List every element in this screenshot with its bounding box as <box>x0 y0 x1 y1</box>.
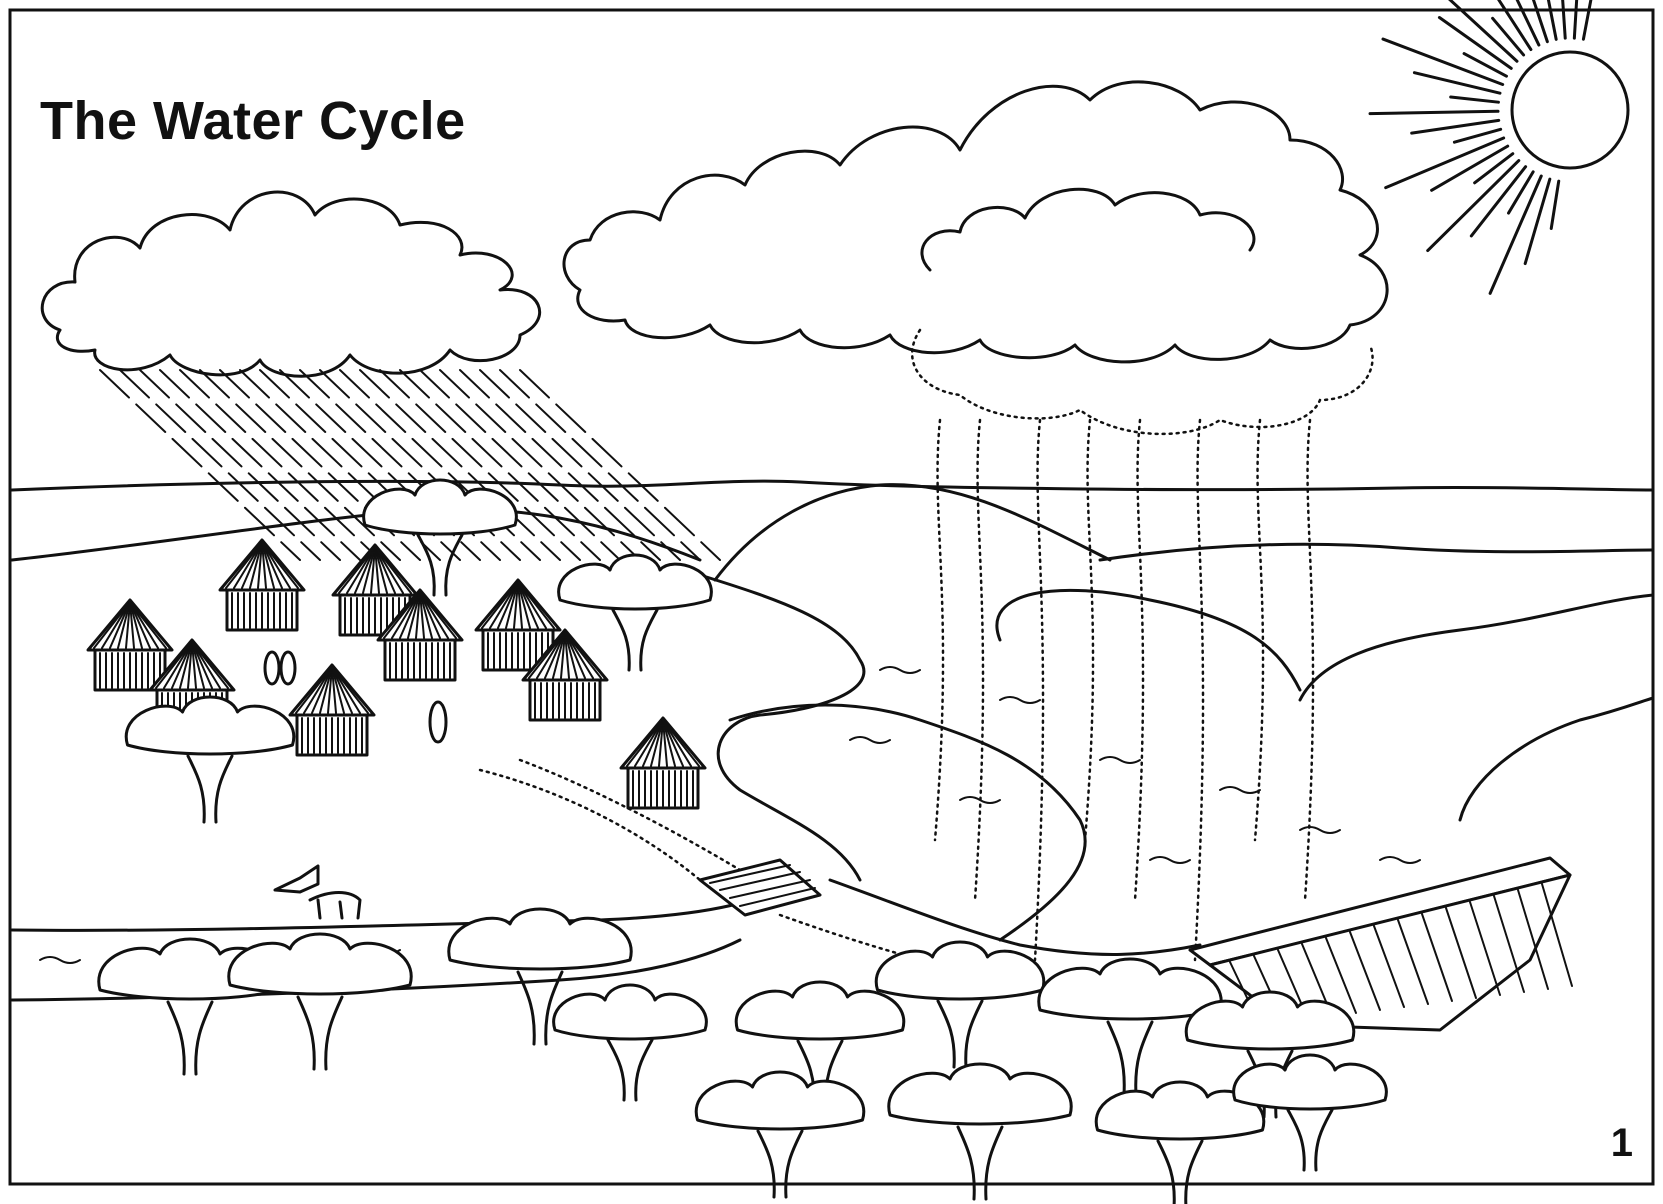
page-number: 1 <box>1611 1121 1633 1166</box>
page-title: The Water Cycle <box>40 90 466 152</box>
sun-icon <box>1370 0 1628 293</box>
left-raincloud <box>42 192 539 376</box>
central-cloud <box>564 82 1387 434</box>
falling-rain-dotted <box>935 420 1313 960</box>
cattle-icon <box>275 866 360 918</box>
